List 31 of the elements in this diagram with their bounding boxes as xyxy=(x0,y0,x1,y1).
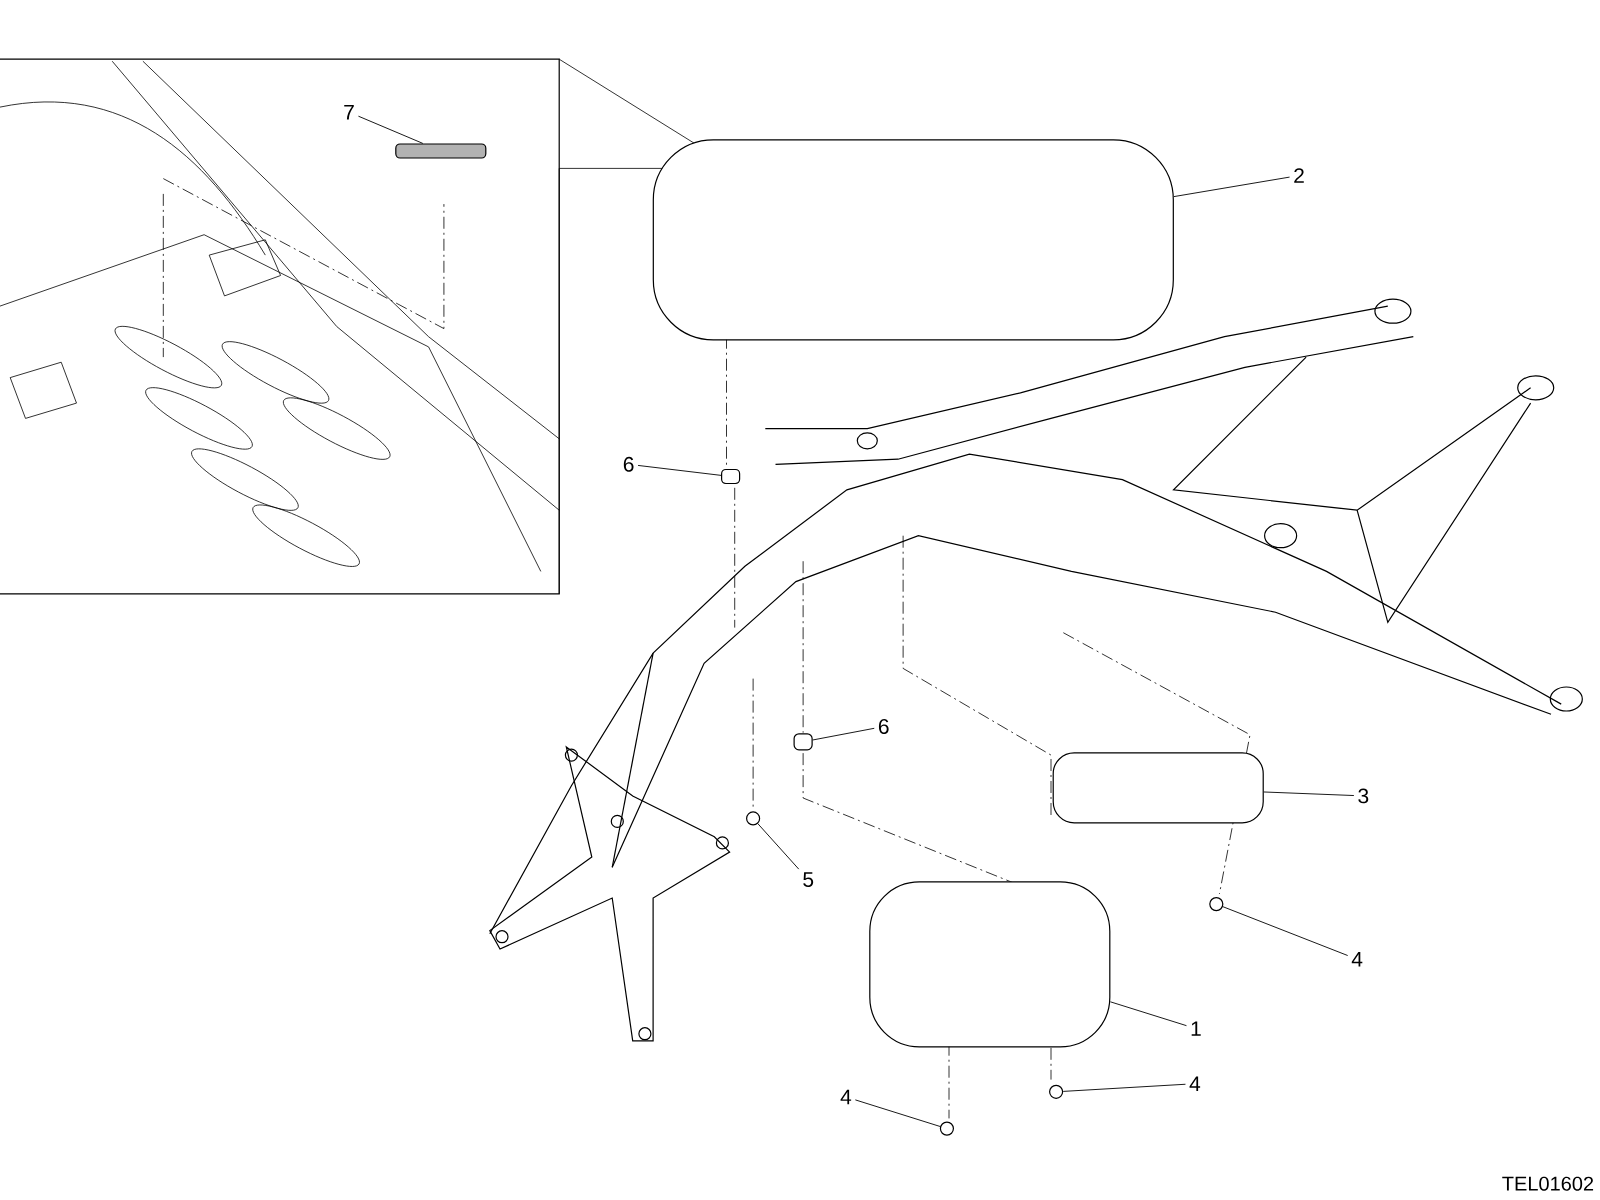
callout-number: 6 xyxy=(878,719,889,734)
screw-part xyxy=(1049,1084,1064,1099)
leader-line xyxy=(358,115,424,144)
leader-line xyxy=(1173,176,1291,198)
callout-number: 2 xyxy=(1294,168,1304,183)
leader-line xyxy=(1109,1001,1187,1027)
screw-part xyxy=(1209,897,1224,912)
callout-number: 4 xyxy=(1351,952,1363,967)
part-outline xyxy=(869,881,1111,1048)
part-outline xyxy=(1052,752,1264,824)
leader-line xyxy=(757,823,800,870)
callout-number: 6 xyxy=(623,456,634,472)
leader-line xyxy=(637,465,722,476)
drawing-code: TEL01602 xyxy=(1502,1176,1594,1191)
callout-number: 4 xyxy=(1189,1076,1201,1091)
callout-number: 5 xyxy=(803,872,814,887)
callout-number: 4 xyxy=(840,1089,852,1105)
clip-part xyxy=(793,733,813,751)
callout-number: 3 xyxy=(1358,788,1369,804)
part-outline xyxy=(652,139,1174,341)
clip-part xyxy=(721,468,741,485)
leader-line xyxy=(1062,1083,1186,1092)
screw-part xyxy=(939,1121,954,1136)
strip-part xyxy=(395,143,487,159)
leader-line xyxy=(854,1099,941,1127)
callout-number: 1 xyxy=(1191,1021,1201,1036)
leader-line xyxy=(812,727,875,741)
screw-part xyxy=(746,811,761,826)
callout-number: 7 xyxy=(344,105,354,120)
leader-line xyxy=(1263,791,1355,796)
leader-line xyxy=(1222,906,1349,956)
